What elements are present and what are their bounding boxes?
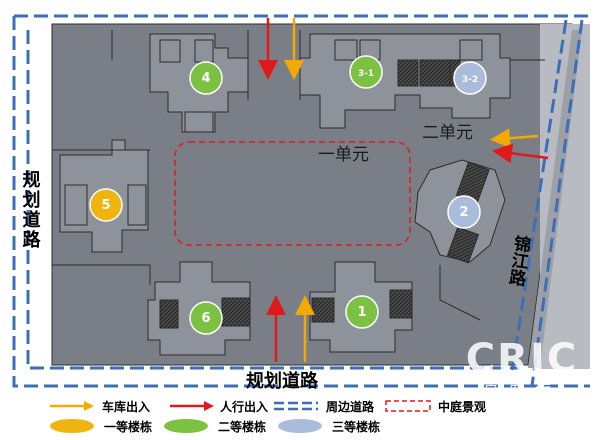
cric-watermark: CRIC 克而瑞 [452,338,592,398]
building-marker-circle [345,295,379,329]
bottom-road-label: 规划道路 [246,370,319,392]
pedestrian-arrow-icon [170,401,214,411]
pedestrian-entrance-arrow [492,143,549,164]
building-marker-6: 6 [189,301,223,335]
building-marker-circle [189,61,223,95]
legend: 车库出入 人行出入 周边道路 中庭景观 一等楼栋 二等楼栋 三等楼栋 [0,392,600,440]
garage-entrance-arrow [490,128,539,149]
unit-two-label: 二单元 [422,123,473,143]
first-class-swatch-icon [50,419,94,433]
legend-garage: 车库出入 [48,396,150,416]
building-marker-label: 2 [459,205,468,220]
legend-perimeter-road: 周边道路 [272,396,374,416]
building-marker-circle [189,301,223,335]
second-class-swatch-icon [164,419,208,433]
perimeter-road-icon [274,401,318,411]
building-marker-circle [447,195,481,229]
building-marker-1: 1 [345,295,379,329]
legend-pedestrian-label: 人行出入 [220,399,269,414]
unit-one-label: 一单元 [318,145,369,165]
courtyard-icon [385,400,431,412]
building-marker-label: 3-1 [358,69,374,79]
legend-courtyard: 中庭景观 [384,396,486,416]
building-marker-3-1: 3-1 [349,55,383,89]
building-marker-label: 5 [101,198,110,213]
building-marker-2: 2 [447,195,481,229]
jinjiang-road-area [528,30,582,368]
legend-pedestrian: 人行出入 [168,396,268,416]
legend-first-class-label: 一等楼栋 [104,419,153,434]
building-markers: 4 3-1 3-2 5 2 6 1 [89,55,487,335]
building-marker-circle [89,188,123,222]
legend-second-class-label: 二等楼栋 [218,419,267,434]
building-marker-5: 5 [89,188,123,222]
building-marker-3-2: 3-2 [453,61,487,95]
legend-first-class: 一等楼栋 [48,416,152,436]
third-class-swatch-icon [278,419,322,433]
right-strip [540,24,590,369]
building-marker-label: 4 [201,71,210,86]
building-marker-label: 3-2 [462,75,478,85]
site-lines [52,30,545,321]
legend-third-class-label: 三等楼栋 [332,419,381,434]
perimeter-roads [12,14,590,388]
building-marker-circle [349,55,383,89]
building-marker-label: 6 [201,311,210,326]
legend-second-class: 二等楼栋 [162,416,266,436]
left-road-label: 规划道路 [20,170,41,250]
watermark-main: CRIC [465,336,579,382]
courtyard-landscape [174,141,411,246]
building-marker-label: 1 [357,305,366,320]
building-marker-4: 4 [189,61,223,95]
legend-third-class: 三等楼栋 [276,416,380,436]
building-marker-circle [453,61,487,95]
legend-courtyard-label: 中庭景观 [438,399,487,414]
garage-arrow-icon [50,401,94,411]
legend-perimeter-road-label: 周边道路 [326,399,375,414]
legend-garage-label: 车库出入 [102,399,151,414]
